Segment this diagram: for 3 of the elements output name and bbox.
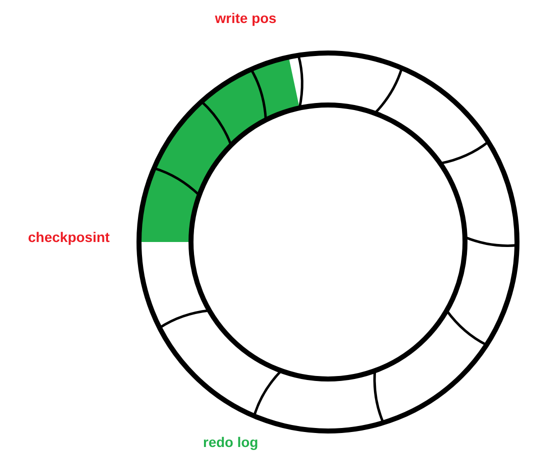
ring-caption: redo log <box>203 434 258 450</box>
pointer-label: write pos <box>215 10 276 26</box>
pointer-label: checkposint <box>28 229 110 245</box>
